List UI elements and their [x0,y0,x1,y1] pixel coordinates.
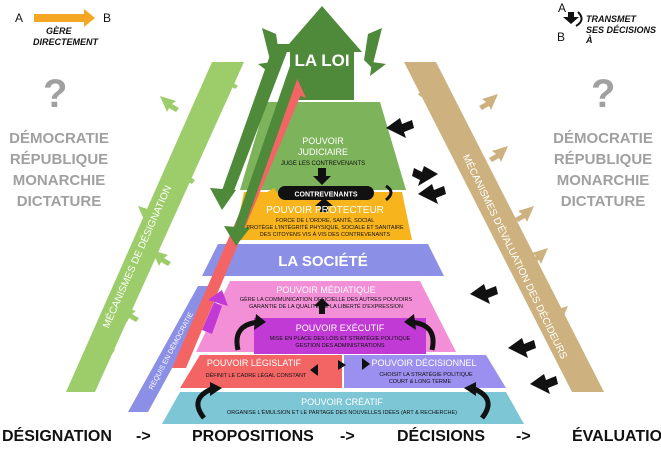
left-question-mark: ? [43,72,68,116]
step-arrow-1: -> [136,428,151,445]
contrevenants-label: CONTREVENANTS [294,192,357,199]
evaluation-input-arrows [418,82,582,366]
protecteur-desc-3: DES CITOYENS VIS À VIS DES CONTREVENANTS [260,231,391,238]
executif-layer [254,318,426,354]
left-regime-4: DICTATURE [16,193,102,210]
left-regimes-list: DÉMOCRATIE RÉPUBLIQUE MONARCHIE DICTATUR… [4,128,114,212]
protecteur-title: POUVOIR PROTECTEUR [266,205,384,216]
loi-output-arrows [210,44,304,246]
step-evaluation: ÉVALUATION [572,428,661,445]
mediatique-desc-1: GÈRE LA COMMUNICATION OFFICIELLE DES AUT… [240,296,413,303]
decisionnel-desc-2: COURT & LONG TERME [389,379,452,385]
right-regimes-list: DÉMOCRATIE RÉPUBLIQUE MONARCHIE DICTATUR… [548,128,658,212]
legislatif-title: POUVOIR LÉGISLATIF [207,358,302,368]
societe-layer [202,244,444,276]
executif-desc-1: MISE EN PLACE DES LOIS ET STRATÉGIE POLI… [270,335,411,342]
legislatif-layer [180,355,342,388]
contrevenants-curl-arrow [385,184,393,202]
mediatique-title: POUVOIR MÉDIATIQUE [276,285,375,295]
step-decisions: DÉCISIONS [397,428,486,445]
step-arrow-2: -> [340,428,355,445]
designation-input-arrows [96,74,238,354]
protecteur-desc-1: FORCE DE L'ORDRE, SANTÉ, SOCIAL [276,217,375,224]
creatif-layer [162,392,524,424]
layer-link-arrows [310,298,370,376]
decisionnel-layer [344,355,506,388]
executif-title: POUVOIR EXÉCUTIF [296,323,385,333]
judiciaire-title-2: JUDICIAIRE [298,147,348,157]
right-regime-4: DICTATURE [560,193,646,210]
legend-transmit-from: A [558,1,567,15]
contrevenants-pill [278,186,374,200]
right-regime-1: DÉMOCRATIE [553,130,653,147]
legend-transmit-label-2: SES DÉCISIONS À [586,25,657,45]
designation-bar [66,62,244,392]
right-question-mark: ? [591,72,616,116]
mediatique-desc-2: GARANTIE DE LA QUALITÉ DE LA LIBERTÉ D'E… [249,303,403,310]
loi-layer [282,6,362,100]
executif-desc-2: GESTION DES ADMINISTRATIONS [295,343,384,349]
judiciaire-desc: JUGE LES CONTREVENANTS [281,161,365,167]
legend-direct-to: B [103,11,112,25]
creatif-title: POUVOIR CRÉATIF [301,397,383,407]
transmit-arrows [386,118,558,394]
cycle-arrowheads [210,314,476,396]
step-arrow-3: -> [516,428,531,445]
right-regime-3: MONARCHIE [556,172,650,189]
legend-transmit-arrow [563,11,583,27]
decisionnel-desc-1: CHOISIT LA STRATÉGIE POLITIQUE [379,371,473,378]
left-regime-3: MONARCHIE [12,172,106,189]
judiciaire-title-1: POUVOIR [302,136,344,146]
loi-title: LA LOI [294,51,349,70]
left-regime-2: RÉPUBLIQUE [9,151,109,168]
judiciaire-down-arrow [313,168,331,185]
requis-arrow [202,290,228,334]
protecteur-arrows [250,188,284,232]
right-regime-2: RÉPUBLIQUE [553,151,653,168]
societe-title: LA SOCIÉTÉ [278,253,367,270]
protecteur-up-arrow [315,198,333,212]
evaluation-bar [404,62,604,392]
legend-direct-label-2: DIRECTEMENT [33,37,98,47]
left-regime-1: DÉMOCRATIE [9,130,109,147]
legislatif-desc: DÉFINIT LE CADRE LÉGAL CONSTANT [206,372,307,379]
legend-direct-from: A [15,11,24,25]
step-designation: DÉSIGNATION [2,428,112,445]
step-propositions: PROPOSITIONS [192,428,314,445]
legend-direct-label-1: GÈRE [46,26,72,36]
top-green-arrows [258,28,386,76]
loi-judiciaire-arrows [266,140,306,196]
legend-direct-arrow [34,9,95,27]
protecteur-layer [234,192,412,240]
creatif-desc: ORGANISE L'ÉMULSION ET LE PARTAGE DES NO… [227,409,457,416]
protecteur-desc-2: PROTÈGE L'INTÉGRITÉ PHYSIQUE, SOCIALE ET… [246,224,404,231]
legend-transmit-label-1: TRANSMET [586,14,636,24]
decisionnel-title: POUVOIR DÉCISIONNEL [371,358,476,368]
legend-transmit-to: B [557,30,566,44]
